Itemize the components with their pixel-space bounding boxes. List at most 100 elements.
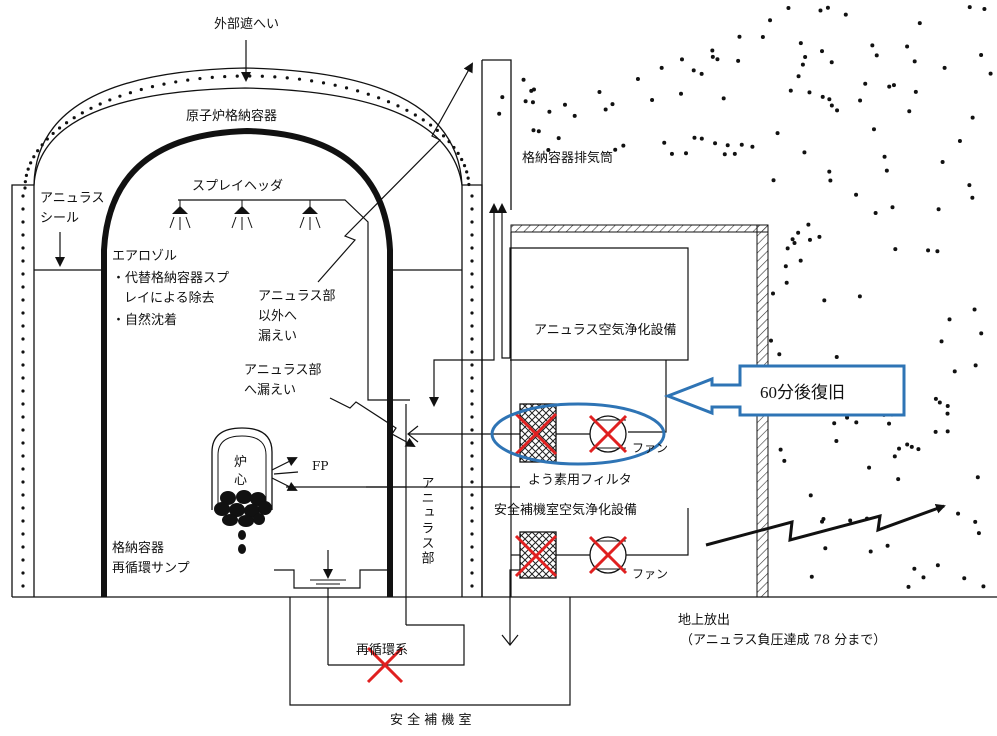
concrete-dot <box>828 178 833 183</box>
concrete-dot <box>739 142 744 147</box>
concrete-dot <box>684 151 689 156</box>
concrete-dot <box>405 108 409 112</box>
concrete-dot <box>470 519 474 523</box>
concrete-dot <box>21 246 25 250</box>
concrete-dot <box>947 317 952 322</box>
recirc-sump <box>274 550 465 666</box>
concrete-dot <box>692 135 697 140</box>
concrete-dot <box>988 71 993 76</box>
concrete-dot <box>768 338 773 343</box>
concrete-dot <box>72 116 76 120</box>
concrete-dot <box>470 571 474 575</box>
concrete-dot <box>827 97 832 102</box>
concrete-dot <box>679 91 684 96</box>
concrete-dot <box>21 428 25 432</box>
concrete-dot <box>530 100 535 105</box>
concrete-dot <box>896 477 901 482</box>
annulus-cleanup-duct <box>407 203 689 443</box>
sump-label-2: 再循環サンプ <box>112 561 190 576</box>
concrete-dot <box>979 331 984 336</box>
failed-cross-icon <box>588 535 628 575</box>
concrete-dot <box>843 12 848 17</box>
concrete-dot <box>792 241 797 246</box>
fan-bottom-label: ファン <box>632 567 668 581</box>
concrete-dot <box>892 454 897 459</box>
concrete-dot <box>784 280 789 285</box>
concrete-dot <box>710 48 715 53</box>
concrete-dot <box>40 143 44 147</box>
concrete-dot <box>691 68 696 73</box>
concrete-dot <box>57 126 62 130</box>
concrete-dot <box>921 575 926 580</box>
concrete-dot <box>21 493 25 497</box>
concrete-dot <box>21 376 25 380</box>
concrete-dot <box>128 91 133 95</box>
annulus-seal-label-1: アニュラス <box>40 191 104 206</box>
concrete-dot <box>421 118 425 122</box>
concrete-dot <box>32 155 36 159</box>
concrete-dot <box>21 545 25 549</box>
concrete-dot <box>521 77 526 82</box>
concrete-dot <box>531 128 536 133</box>
concrete-dot <box>21 389 25 393</box>
concrete-dot <box>798 258 803 263</box>
concrete-dot <box>29 161 33 165</box>
concrete-dot <box>818 8 823 13</box>
concrete-dot <box>887 84 892 89</box>
concrete-dot <box>798 41 803 46</box>
concrete-dot <box>500 95 505 100</box>
concrete-dot <box>470 493 474 497</box>
concrete-dot <box>21 519 25 523</box>
concrete-dot <box>936 207 941 212</box>
concrete-dot <box>24 173 29 177</box>
concrete-dot <box>975 475 980 480</box>
concrete-dot <box>803 54 808 59</box>
concrete-dot <box>905 442 910 447</box>
concrete-dot <box>45 137 49 141</box>
concrete-dot <box>725 143 730 148</box>
concrete-dot <box>868 549 873 554</box>
leak-annulus-arrow <box>329 397 416 447</box>
concrete-dot <box>956 511 961 516</box>
concrete-dot <box>750 144 755 149</box>
concrete-dot <box>23 180 27 184</box>
concrete-dot <box>310 79 314 83</box>
concrete-dot <box>470 272 474 276</box>
concrete-dot <box>23 186 27 190</box>
concrete-dot <box>834 355 839 360</box>
concrete-dot <box>470 506 474 510</box>
concrete-dot <box>732 151 737 156</box>
concrete-dot <box>460 157 464 162</box>
concrete-dot <box>699 136 704 141</box>
concrete-dot <box>796 230 801 235</box>
concrete-dot <box>21 272 25 276</box>
concrete-dot <box>933 396 938 401</box>
concrete-dot <box>51 131 55 136</box>
concrete-dot <box>885 543 890 548</box>
concrete-dot <box>21 350 25 354</box>
concrete-dot <box>470 311 474 315</box>
spray-nozzle-icon <box>299 200 321 230</box>
concrete-dot <box>470 194 474 198</box>
failed-cross-icon <box>366 646 404 684</box>
concrete-dot <box>659 65 664 70</box>
sump-label-1: 格納容器 <box>112 540 164 556</box>
release-arrow-icon <box>705 504 946 547</box>
concrete-dot <box>802 150 807 155</box>
concrete-dot <box>186 78 190 82</box>
spray-nozzle-icon <box>231 200 253 230</box>
concrete-dot <box>939 339 944 344</box>
concrete-dot <box>788 88 793 93</box>
concrete-dot <box>945 403 950 408</box>
concrete-dot <box>945 429 950 434</box>
release-plume <box>497 5 993 589</box>
concrete-dot <box>871 127 876 132</box>
failed-cross-icon <box>514 534 558 578</box>
containment-vessel <box>101 127 393 597</box>
aux-room-outline <box>289 597 571 706</box>
concrete-dot <box>523 99 528 104</box>
concrete-dot <box>470 363 474 367</box>
concrete-dot <box>470 558 474 562</box>
concrete-dot <box>825 5 830 10</box>
concrete-dot <box>366 92 370 96</box>
